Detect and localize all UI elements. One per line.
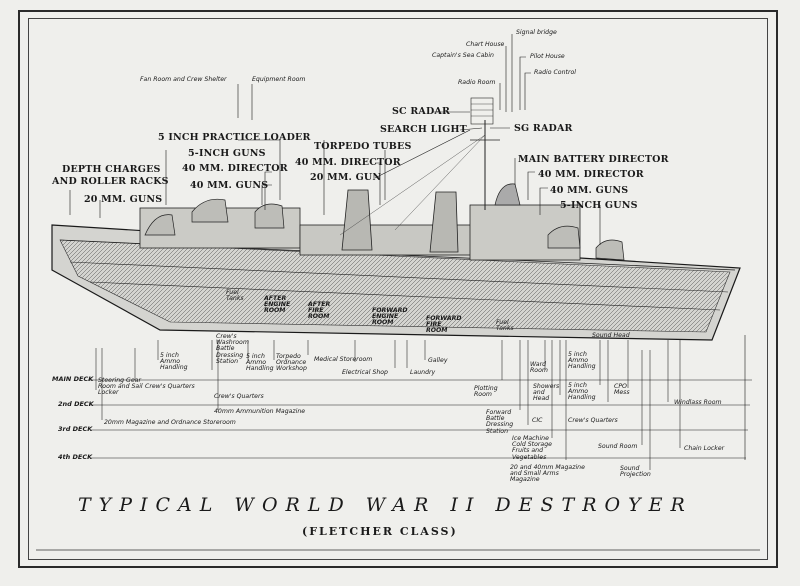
label-5inch-ammo-1: 5 inch Ammo Handling [160,352,188,372]
label-fan-room: Fan Room and Crew Shelter [140,76,227,83]
label-40mm-magazine: 40mm Ammunition Magazine [214,408,306,415]
label-after-fire-room: AFTER FIRE ROOM [308,301,331,321]
label-pilot-house: Pilot House [530,53,565,60]
fwd-gun-mount-2 [595,239,625,261]
label-crews-washroom: Crew's Washroom Battle Dressing Station [216,333,249,365]
label-sound-room: Sound Room [598,443,638,450]
diagram-subtitle: (FLETCHER CLASS) [302,525,458,538]
label-practice-loader: 5 INCH PRACTICE LOADER [158,132,311,143]
label-ward-room: Ward Room [530,361,548,375]
diagram-title: TYPICAL WORLD WAR II DESTROYER [78,494,693,516]
label-main-battery-director: MAIN BATTERY DIRECTOR [518,154,669,165]
label-laundry: Laundry [410,369,436,376]
label-5inch-guns-aft: 5-INCH GUNS [188,148,266,159]
label-radio-control: Radio Control [534,69,576,76]
label-windlass-room: Windlass Room [674,399,722,406]
aft-gun-mount-3 [254,203,285,229]
label-showers: Showers and Head [533,383,560,403]
label-radio-room: Radio Room [458,79,496,86]
label-4th-deck: 4th DECK [58,453,93,461]
label-20mm-magazine: 20mm Magazine and Ordnance Storeroom [104,419,236,426]
fwd-gun-mount-1 [547,225,581,249]
forward-stack [429,191,459,253]
label-sc-radar: SC RADAR [392,106,451,117]
label-5inch-ammo-2: 5 inch Ammo Handling [246,353,274,373]
label-cic: CIC [532,417,543,424]
label-fuel-tanks-aft: Fuel Tanks [226,289,244,303]
label-sg-radar: SG RADAR [514,123,573,134]
main-battery-director [494,183,521,206]
label-medical-storeroom: Medical Storeroom [314,356,373,363]
label-roller-racks: AND ROLLER RACKS [52,176,169,187]
label-search-light: SEARCH LIGHT [380,124,467,135]
label-crews-quarters-1: Crew's Quarters [145,383,195,390]
sc-radar-antenna [470,97,494,125]
label-5inch-ammo-4: 5 inch Ammo Handling [568,382,596,402]
hull-interior [59,239,731,333]
label-cpo-mess: CPO Mess [614,383,630,397]
label-forward-bds: Forward Battle Dressing Station [486,409,514,435]
label-signal-bridge: Signal bridge [516,29,557,36]
inner-border [28,18,768,560]
after-stack [341,189,373,251]
label-40mm-director-aft: 40 MM. DIRECTOR [182,163,288,174]
label-steering-gear-room: Steering Gear Room and Sail Locker [98,377,143,397]
label-crews-quarters-3: Crew's Quarters [568,417,618,424]
label-40mm-director-mid: 40 MM. DIRECTOR [295,157,401,168]
label-sound-projection: Sound Projection [620,465,651,479]
label-ice-machine: Ice Machine Cold Storage Fruits and Vege… [512,435,552,461]
label-forward-magazine: 20 and 40mm Magazine and Small Arms Maga… [510,464,585,484]
label-40mm-director-fwd: 40 MM. DIRECTOR [538,169,644,180]
aft-gun-mount-1 [144,214,176,236]
label-torpedo-tubes: TORPEDO TUBES [314,141,412,152]
label-depth-charges: DEPTH CHARGES [62,164,161,175]
label-5inch-ammo-3: 5 inch Ammo Handling [568,351,596,371]
label-20mm-guns-aft: 20 MM. GUNS [84,194,163,205]
label-fuel-tanks-fwd: Fuel Tanks [496,319,514,333]
label-40mm-guns-fwd: 40 MM. GUNS [550,185,629,196]
label-after-engine-room: AFTER ENGINE ROOM [264,295,291,315]
label-torpedo-workshop: Torpedo Ordnance Workshop [276,353,307,373]
label-3rd-deck: 3rd DECK [58,425,93,433]
label-5inch-guns-fwd: 5-INCH GUNS [560,200,638,211]
label-sound-head: Sound Head [592,332,630,339]
label-2nd-deck: 2nd DECK [58,400,94,408]
label-forward-engine-room: FORWARD ENGINE ROOM [372,307,408,327]
label-forward-fire-room: FORWARD FIRE ROOM [426,315,462,335]
label-crews-quarters-2: Crew's Quarters [214,393,264,400]
label-plotting-room: Plotting Room [474,385,498,399]
outer-border [18,10,778,568]
label-chain-locker: Chain Locker [684,445,725,452]
label-electrical-shop: Electrical Shop [342,369,388,376]
label-main-deck: MAIN DECK [52,375,94,383]
label-equipment-room: Equipment Room [252,76,306,83]
label-galley: Galley [428,357,448,364]
label-chart-house: Chart House [466,41,505,48]
label-40mm-guns-aft: 40 MM. GUNS [190,180,269,191]
label-captains-sea-cabin: Captain's Sea Cabin [432,52,494,59]
label-20mm-gun-mid: 20 MM. GUN [310,172,382,183]
aft-gun-mount-2 [191,198,229,223]
